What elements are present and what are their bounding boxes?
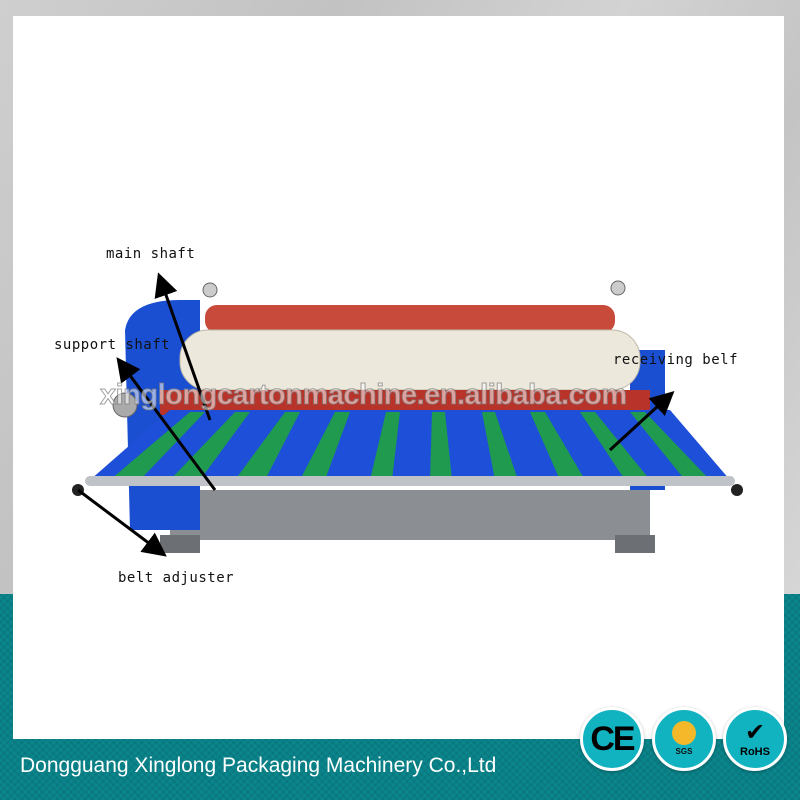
watermark: xinglongcartonmachine.en.alibaba.com [100, 379, 628, 411]
green-belts [110, 412, 710, 480]
sgs-badge: SGS [652, 707, 716, 771]
side-handwheel [112, 392, 138, 418]
label-receiving-belt: receiving belf [613, 352, 739, 368]
main-shaft-arrow [154, 272, 212, 421]
label-support-shaft: support shaft [54, 337, 171, 353]
rohs-text: RoHS [740, 745, 770, 758]
main-shaft-roller [205, 305, 615, 333]
support-shaft-arrow [116, 357, 217, 491]
machine-base [170, 490, 650, 540]
machine-foot [160, 535, 200, 553]
adjuster-knob [731, 484, 743, 496]
company-name: Dongguang Xinglong Packaging Machinery C… [20, 754, 497, 777]
ce-mark: CE [590, 719, 635, 758]
front-shaft [85, 476, 735, 486]
belt-adjuster-arrow [77, 488, 167, 557]
sgs-check-icon [672, 721, 696, 745]
handwheel [202, 282, 218, 298]
rohs-badge: ✔ RoHS [723, 707, 787, 771]
receiving-belt-arrow [608, 390, 675, 452]
sgs-text: SGS [675, 747, 693, 756]
label-main-shaft: main shaft [106, 246, 196, 262]
label-belt-adjuster: belt adjuster [118, 570, 235, 586]
checkmark-icon: ✔ [744, 718, 766, 746]
machine-foot [615, 535, 655, 553]
ce-badge: CE [580, 707, 644, 771]
handwheel [610, 280, 626, 296]
